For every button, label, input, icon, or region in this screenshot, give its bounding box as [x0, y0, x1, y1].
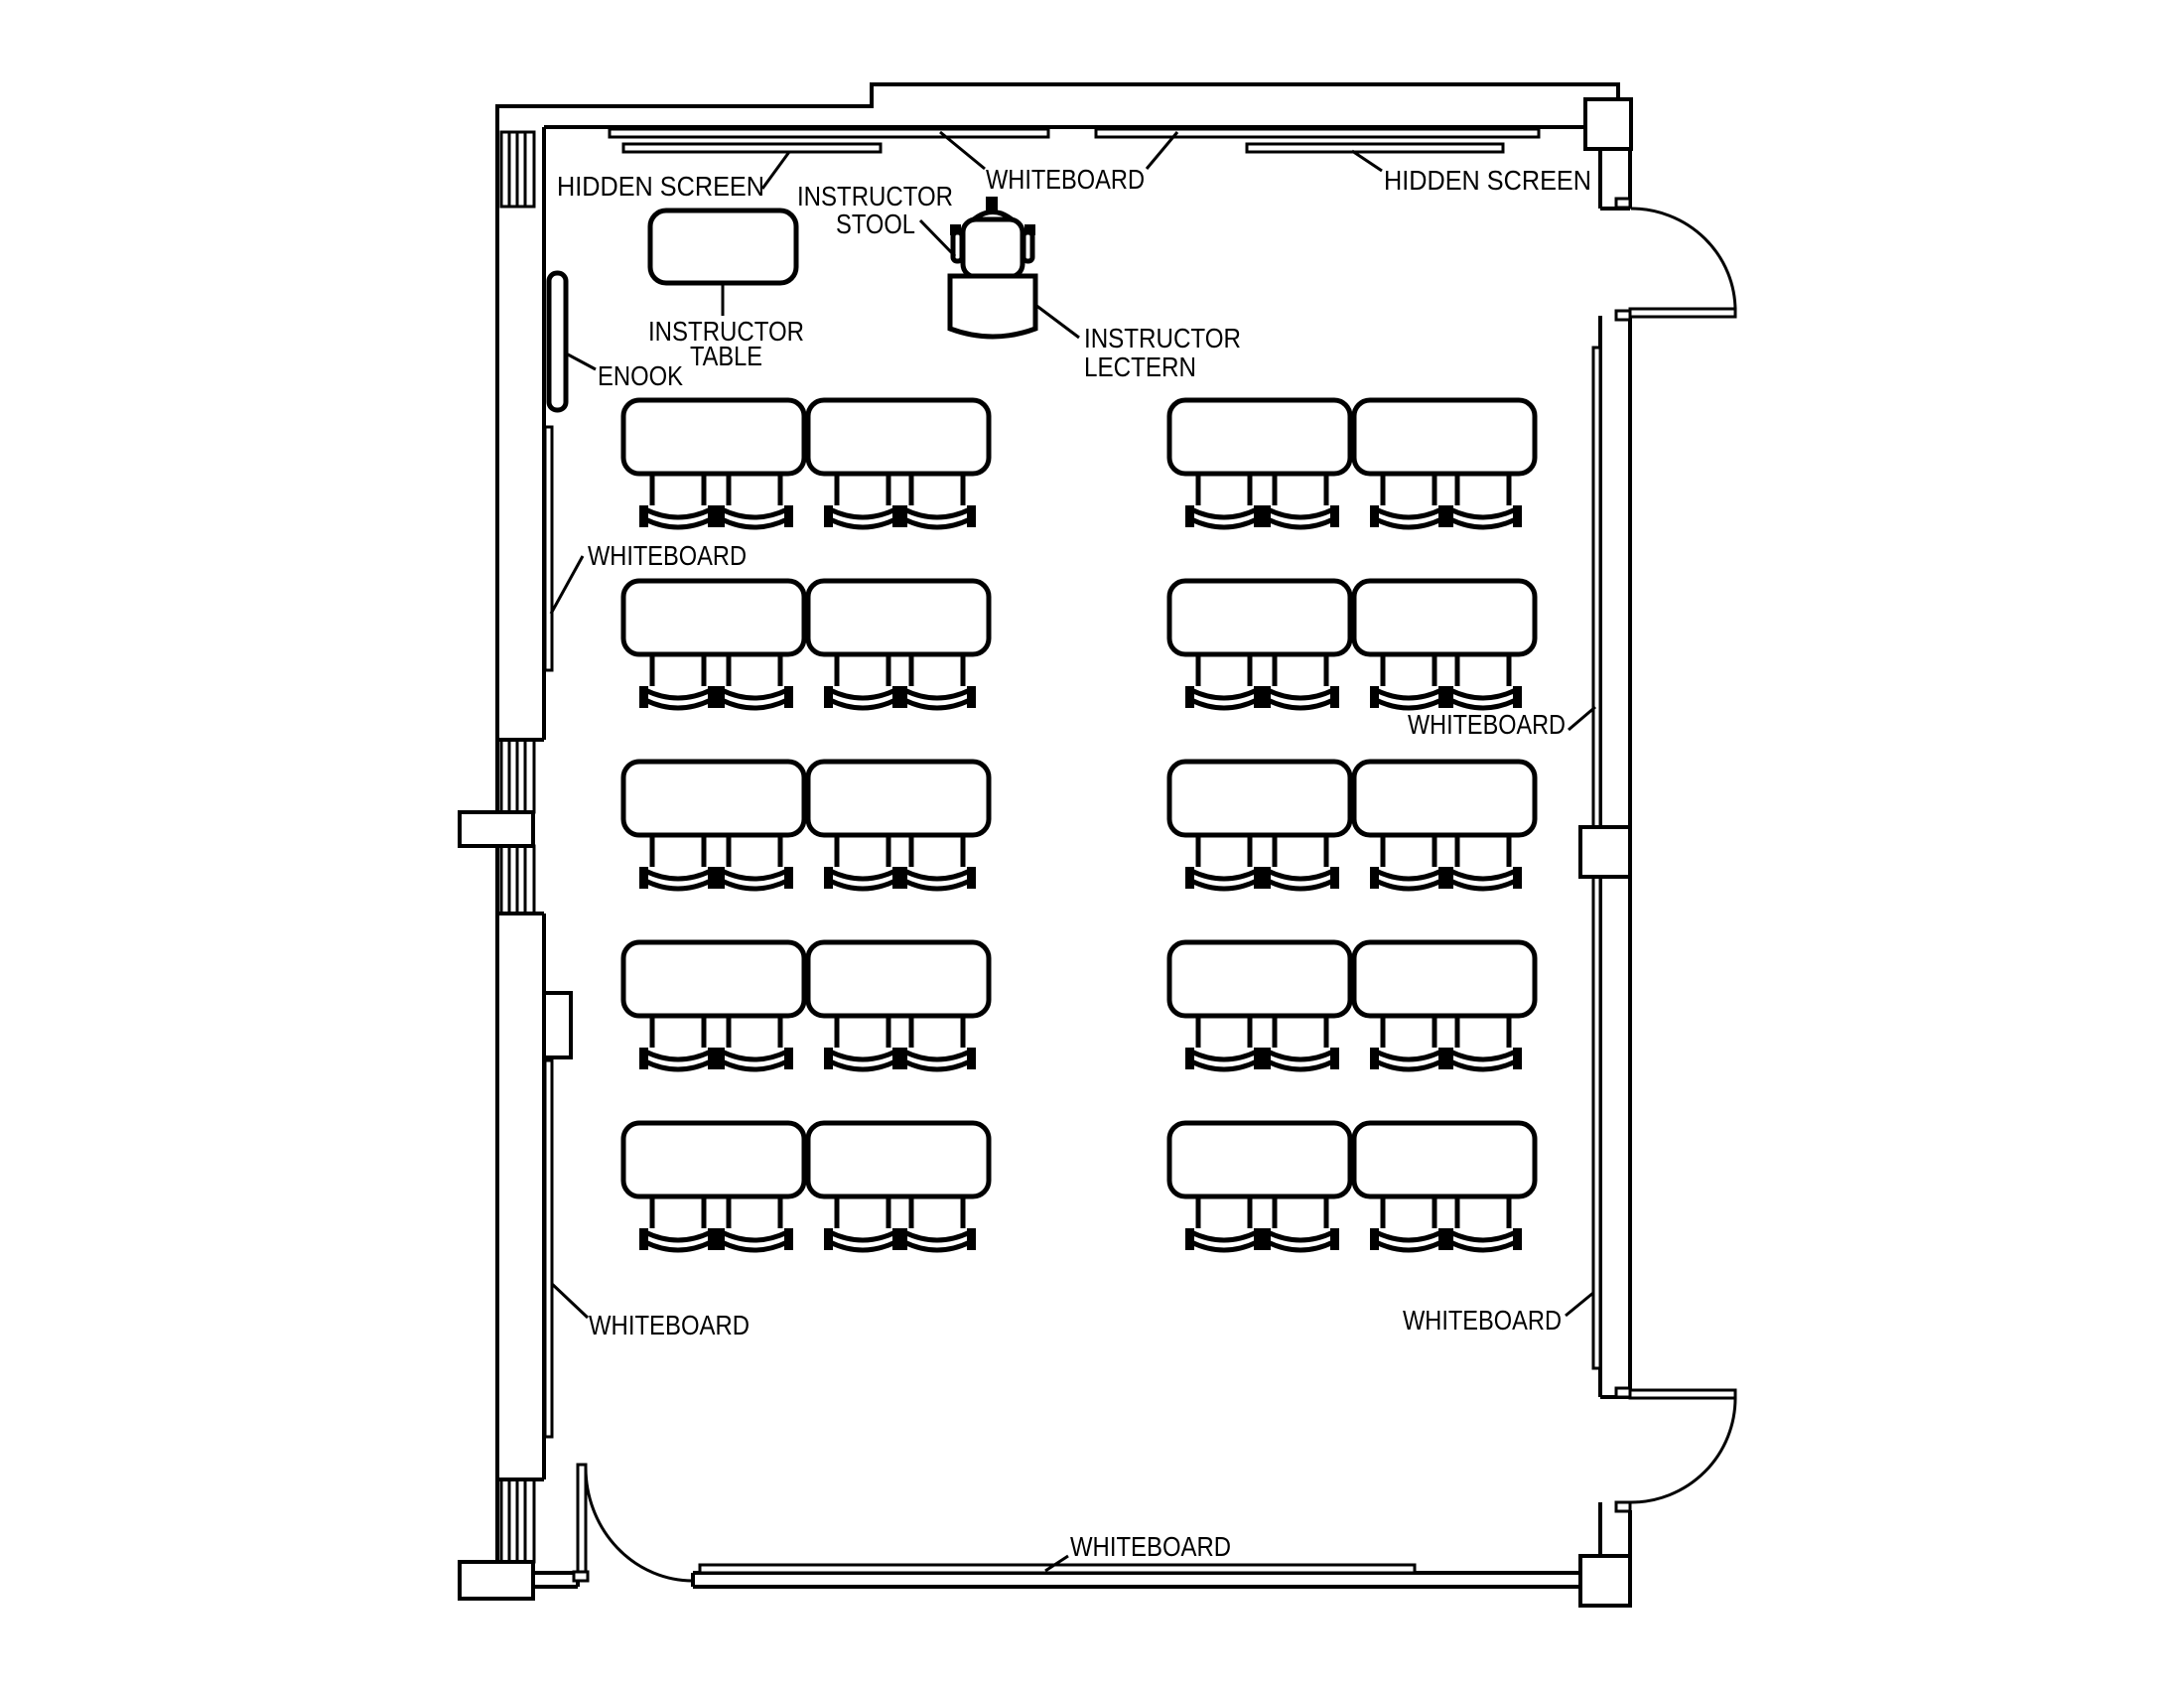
hidden-screen-right-strip [1245, 142, 1505, 154]
door-bottom-right-swing-arc [1630, 1397, 1737, 1504]
leader-whiteboard-top-right [1145, 131, 1179, 170]
left-wall-window-lower [499, 1477, 536, 1564]
stool-armrest-right-cap [1024, 224, 1035, 235]
door-top-right-swing-arc [1630, 207, 1737, 312]
stool-headrest [986, 197, 998, 211]
student-desk-group [1169, 762, 1535, 889]
door-bottom-right [1614, 1386, 1737, 1513]
left-wall-column [458, 810, 535, 848]
left-wall-pilaster [542, 991, 573, 1059]
door-bottom-left [572, 1463, 694, 1583]
top-right-corner-column [1583, 97, 1633, 151]
label-whiteboard-right: WHITEBOARD [1408, 709, 1566, 740]
label-whiteboard-bottom-right: WHITEBOARD [1403, 1305, 1562, 1336]
student-desk-group [623, 762, 989, 889]
left-wall-window-upper [499, 738, 536, 814]
label-hidden-screen-right: HIDDEN SCREEN [1384, 165, 1591, 196]
right-wall-column [1578, 825, 1632, 879]
leader-hidden-screen-left [760, 151, 791, 190]
whiteboard-left-strip [543, 425, 554, 672]
whiteboard-left-lower-strip [543, 1058, 554, 1439]
student-desk-group [1169, 581, 1535, 708]
hidden-screen-left-strip [621, 142, 883, 154]
stool-armrest-left-cap [950, 224, 961, 235]
label-instructor-lectern-line1: INSTRUCTOR [1084, 323, 1241, 353]
student-desk-group [1169, 1123, 1535, 1250]
label-whiteboard-top: WHITEBOARD [986, 164, 1145, 195]
door-bottom-left-leaf [576, 1463, 588, 1583]
instructor-stool [950, 197, 1035, 280]
left-wall-window-mid [499, 844, 536, 915]
leader-lines [549, 130, 1596, 1573]
leader-whiteboard-right [1568, 705, 1596, 732]
bottom-right-corner-column [1578, 1554, 1632, 1608]
student-desk-group [1169, 400, 1535, 527]
leader-whiteboard-bottom-left [550, 1282, 590, 1320]
door-top-right [1614, 197, 1737, 322]
student-desk-group [623, 942, 989, 1069]
label-enook: ENOOK [598, 360, 683, 391]
stool-armrest-right [1021, 229, 1035, 264]
label-instructor-table-line2: TABLE [690, 341, 762, 371]
leader-instructor-stool [918, 218, 957, 258]
door-bottom-right-leaf [1628, 1388, 1737, 1400]
top-left-corner-window [499, 130, 536, 209]
door-top-right-leaf [1628, 307, 1737, 319]
instructor-table [647, 208, 799, 286]
student-desk-group [1169, 942, 1535, 1069]
leader-whiteboard-top-left [939, 130, 986, 171]
label-hidden-screen-left: HIDDEN SCREEN [557, 171, 764, 202]
student-desk-area [623, 400, 1535, 1250]
label-instructor-stool-line2: STOOL [836, 209, 915, 239]
door-bottom-left-swing-arc [584, 1467, 694, 1583]
leader-whiteboard-bottom-center [1044, 1554, 1069, 1573]
leader-enook [567, 352, 597, 371]
label-whiteboard-bottom-center: WHITEBOARD [1070, 1531, 1231, 1562]
leader-whiteboard-left [549, 555, 585, 615]
enook-panel [546, 270, 569, 413]
label-instructor-stool-line1: INSTRUCTOR [797, 181, 953, 211]
student-desk-group [623, 400, 989, 527]
student-desk-group [623, 581, 989, 708]
stool-armrest-left [950, 229, 965, 264]
label-whiteboard-left: WHITEBOARD [588, 540, 747, 571]
student-desk-group [623, 1123, 989, 1250]
label-instructor-table-line1: INSTRUCTOR [648, 316, 804, 347]
left-wall [458, 106, 573, 1601]
leader-instructor-lectern [1034, 303, 1080, 340]
label-instructor-lectern-line2: LECTERN [1084, 352, 1196, 382]
stool-seat [960, 216, 1025, 280]
door-top-right-hinge [1614, 197, 1632, 210]
instructor-lectern [947, 273, 1038, 340]
whiteboard-top-strip [608, 127, 1541, 139]
whiteboard-bottom-strip [698, 1563, 1417, 1575]
leader-whiteboard-bottom-right [1565, 1291, 1594, 1318]
leader-hidden-screen-right [1351, 149, 1383, 173]
label-whiteboard-bottom-left: WHITEBOARD [589, 1310, 750, 1340]
bottom-left-corner-column [458, 1560, 535, 1601]
